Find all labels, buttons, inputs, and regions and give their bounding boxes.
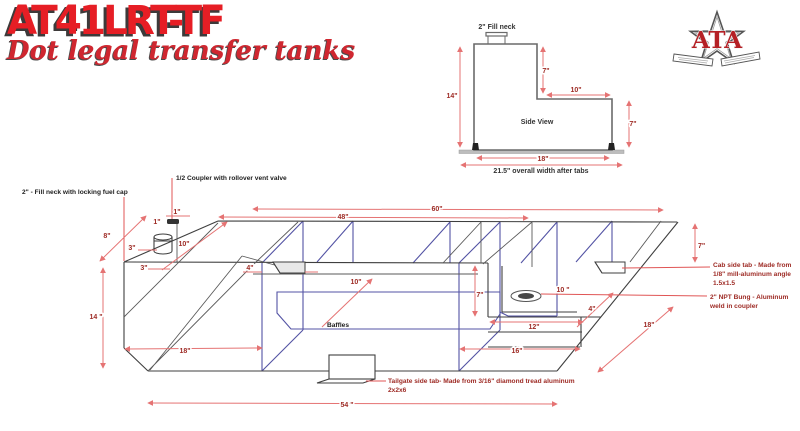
dim-one-a: 1" (173, 209, 180, 216)
dim-ten-bung: 10 " (556, 287, 569, 294)
tailgate-note-line1: Tailgate side tab- Made from 3/16" diamo… (388, 378, 575, 385)
side-view-right-tab (608, 143, 615, 150)
company-logo: ATA (672, 9, 761, 67)
cab-tab-note-line3: 1.5x1.5 (713, 280, 735, 287)
dim-four-right: 4" (588, 306, 595, 313)
fill-neck-note: 2" - Fill neck with locking fuel cap (22, 189, 128, 196)
side-view-drawing: 2" Fill neck Side View 14" 7" 10" 7" 18"… (445, 24, 638, 175)
side-view-dim-base-width: 18" (537, 156, 548, 163)
page-title: AT41LRT-TF (7, 0, 226, 45)
dim-forty-eight: 48" (337, 214, 348, 221)
tailgate-side-tab (316, 354, 376, 384)
side-view-dim-step-width: 10" (570, 87, 581, 94)
logo-banner-right (720, 51, 761, 67)
logo-banner-text-lines (677, 55, 756, 64)
tailgate-note-line2: 2x2x6 (388, 387, 407, 394)
dim-twelve: 12" (528, 324, 539, 331)
title-block: AT41LRT-TF Dot legal transfer tanks (7, 0, 356, 66)
dim-ten-left: 10" (178, 241, 189, 248)
dim-ten-mid: 10" (350, 279, 361, 286)
logo-star-icon (688, 9, 746, 65)
side-view-fill-neck-label: 2" Fill neck (478, 24, 515, 31)
side-view-overall-width-label: 21.5" overall width after tabs (493, 168, 588, 175)
dimension-lines (99, 206, 698, 407)
dim-eight: 8" (103, 233, 110, 240)
rollover-vent-coupler-icon (167, 219, 179, 224)
dim-one-b: 1" (153, 219, 160, 226)
dim-three-b: 3" (140, 265, 147, 272)
logo-letters: ATA (691, 27, 743, 54)
dim-eighteen-right: 18" (643, 322, 654, 329)
baffle-lines (261, 220, 613, 372)
npt-bung-note-line1: 2" NPT Bung - Aluminum (710, 294, 788, 301)
side-view-dimension-lines (457, 46, 632, 168)
baffles-label: Baffles (327, 322, 349, 329)
coupler-note: 1/2 Coupler with rollover vent valve (176, 175, 287, 182)
main-isometric-drawing: 1/2 Coupler with rollover vent valve 2" … (22, 175, 792, 411)
side-view-dim-height: 14" (446, 93, 457, 100)
logo-banner-left (672, 53, 714, 67)
dim-three-a: 3" (128, 245, 135, 252)
dim-eighteen-left: 18" (179, 348, 190, 355)
cab-tab-note-line1: Cab side tab - Made from (713, 262, 792, 269)
dim-seven-right: 7" (698, 243, 705, 250)
side-view-left-tab (472, 143, 479, 150)
center-baffle-plate (276, 291, 501, 330)
left-mount-tab (272, 261, 306, 274)
logo-star-inner-line (693, 15, 741, 60)
cab-side-tab (594, 261, 626, 274)
dim-four-left: 4" (246, 265, 253, 272)
side-view-dim-right-height: 7" (629, 121, 636, 128)
dimension-labels: 1" 1" 8" 3" 3" 10" 14 " 18" 54 " 4" 48" … (88, 205, 707, 411)
side-view-dim-step-down: 7" (542, 68, 549, 75)
fill-neck-cylinder (153, 224, 178, 262)
page-tagline: Dot legal transfer tanks (7, 36, 356, 66)
side-view-title: Side View (521, 119, 554, 126)
dim-sixteen: 16" (511, 348, 522, 355)
npt-bung (510, 290, 542, 302)
dim-fourteen: 14 " (89, 314, 102, 321)
npt-bung-note-line2: weld in coupler (709, 303, 758, 310)
cab-tab-note-line2: 1/8" mill-aluminum angle (713, 271, 791, 278)
dim-sixty: 60" (431, 206, 442, 213)
side-view-fill-neck (485, 31, 508, 44)
dim-fifty-four: 54 " (340, 402, 353, 409)
dim-seven-step: 7" (476, 292, 483, 299)
